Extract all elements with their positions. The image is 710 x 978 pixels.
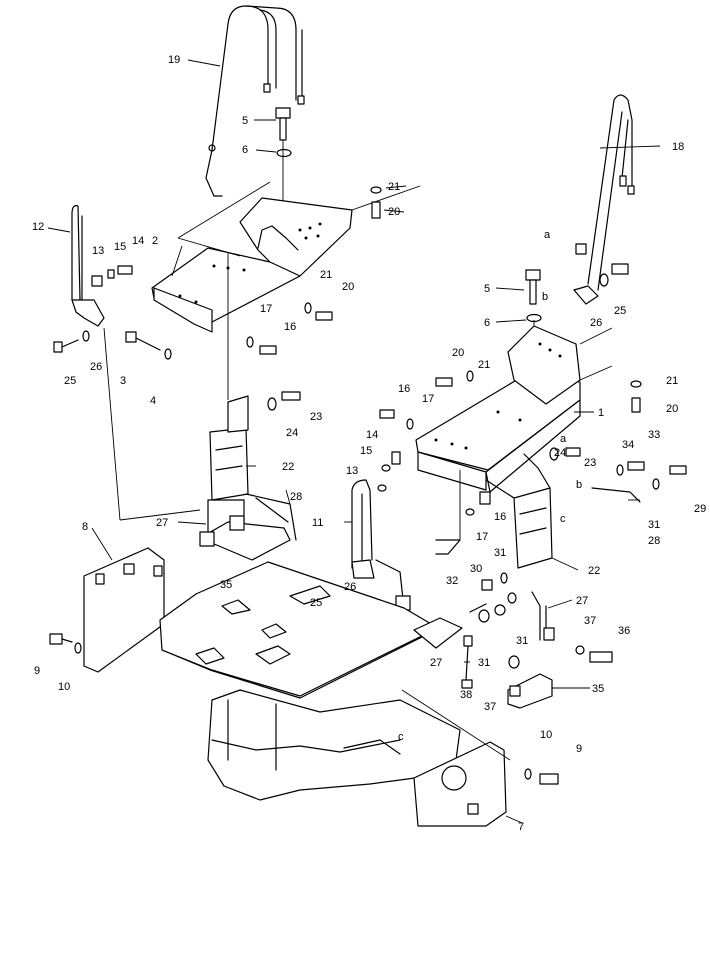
handrail-19 [205, 5, 305, 197]
label-26-right: 26 [590, 317, 602, 329]
label-34: 34 [622, 439, 634, 451]
label-a-mid: a [560, 433, 567, 445]
handrail-18 [573, 94, 635, 305]
label-17-mid: 17 [422, 393, 434, 405]
label-2: 2 [152, 235, 158, 247]
label-7: 7 [518, 821, 524, 833]
label-15-left: 15 [114, 241, 126, 253]
label-28-right: 28 [648, 535, 660, 547]
label-16-mid: 16 [398, 383, 410, 395]
handrail-12 [71, 205, 133, 327]
seat-frame-1 [415, 325, 613, 493]
label-30: 30 [470, 563, 482, 575]
bracket-22-right [485, 447, 687, 569]
label-26-floor: 26 [344, 581, 356, 593]
label-20-right: 20 [452, 347, 464, 359]
label-16-left: 16 [284, 321, 296, 333]
label-19: 19 [168, 54, 180, 66]
label-10-right: 10 [540, 729, 552, 741]
label-37-lower: 37 [484, 701, 496, 713]
label-27-right: 27 [576, 595, 588, 607]
label-32: 32 [446, 575, 458, 587]
label-22-right: 22 [588, 565, 600, 577]
label-31-lower: 31 [516, 635, 528, 647]
label-8: 8 [82, 521, 88, 533]
label-25-floor: 25 [310, 597, 322, 609]
label-23-right: 23 [584, 457, 596, 469]
part-labels: 19 5 6 21 20 12 13 15 14 2 21 20 17 16 2… [32, 54, 706, 833]
label-31-mid: 31 [494, 547, 506, 559]
label-21-right: 21 [478, 359, 490, 371]
label-5-top: 5 [242, 115, 248, 127]
cover-8 [49, 547, 165, 673]
label-14-mid: 14 [366, 429, 378, 441]
label-21-far: 21 [666, 375, 678, 387]
label-18: 18 [672, 141, 684, 153]
handrail-11 [351, 479, 411, 611]
cab-base [207, 689, 461, 801]
label-6-top: 6 [242, 144, 248, 156]
label-a-top: a [544, 229, 551, 241]
label-5-right: 5 [484, 283, 490, 295]
label-13-left: 13 [92, 245, 104, 257]
label-b-mid: b [576, 479, 582, 491]
label-25-right: 25 [614, 305, 626, 317]
label-b-top: b [542, 291, 548, 303]
label-20-mid: 20 [342, 281, 354, 293]
label-13-mid: 13 [346, 465, 358, 477]
bolts-1-hardware [377, 370, 642, 492]
label-29: 29 [694, 503, 706, 515]
label-9-right: 9 [576, 743, 582, 755]
label-10-left: 10 [58, 681, 70, 693]
leader-lines [47, 59, 661, 824]
label-c-lower: c [398, 731, 404, 743]
label-24-left: 24 [286, 427, 298, 439]
label-15-mid: 15 [360, 445, 372, 457]
label-38: 38 [460, 689, 472, 701]
label-31-bottom: 31 [478, 657, 490, 669]
label-21-top: 21 [388, 181, 400, 193]
label-4: 4 [150, 395, 156, 407]
label-36: 36 [618, 625, 630, 637]
label-23-left: 23 [310, 411, 322, 423]
label-11: 11 [312, 517, 323, 529]
cover-7 [413, 741, 559, 827]
hardware-lower-right [401, 572, 613, 761]
bolts-center [435, 470, 491, 555]
label-16-center: 16 [494, 511, 506, 523]
label-24-right: 24 [554, 447, 566, 459]
label-21-mid: 21 [320, 269, 332, 281]
label-35-left: 35 [220, 579, 232, 591]
label-27-left: 27 [156, 517, 168, 529]
label-17-center: 17 [476, 531, 488, 543]
label-35-right: 35 [592, 683, 604, 695]
label-6-right: 6 [484, 317, 490, 329]
label-28-left: 28 [290, 491, 302, 503]
seat-bracket-2 [151, 181, 421, 333]
label-33: 33 [648, 429, 660, 441]
label-3: 3 [120, 375, 126, 387]
label-31-right: 31 [648, 519, 660, 531]
label-22-left: 22 [282, 461, 294, 473]
label-14-left: 14 [132, 235, 144, 247]
label-20-far: 20 [666, 403, 678, 415]
label-9-left: 9 [34, 665, 40, 677]
label-26-left: 26 [90, 361, 102, 373]
bolts-left-misc [53, 327, 201, 521]
label-27-lower: 27 [430, 657, 442, 669]
bolts-2-hardware [246, 186, 382, 355]
label-20-top: 20 [388, 206, 400, 218]
label-1: 1 [598, 407, 604, 419]
label-25-left: 25 [64, 375, 76, 387]
label-37-right: 37 [584, 615, 596, 627]
label-17-left: 17 [260, 303, 272, 315]
label-c-mid: c [560, 513, 566, 525]
label-12: 12 [32, 221, 44, 233]
floor-plate [159, 515, 439, 699]
